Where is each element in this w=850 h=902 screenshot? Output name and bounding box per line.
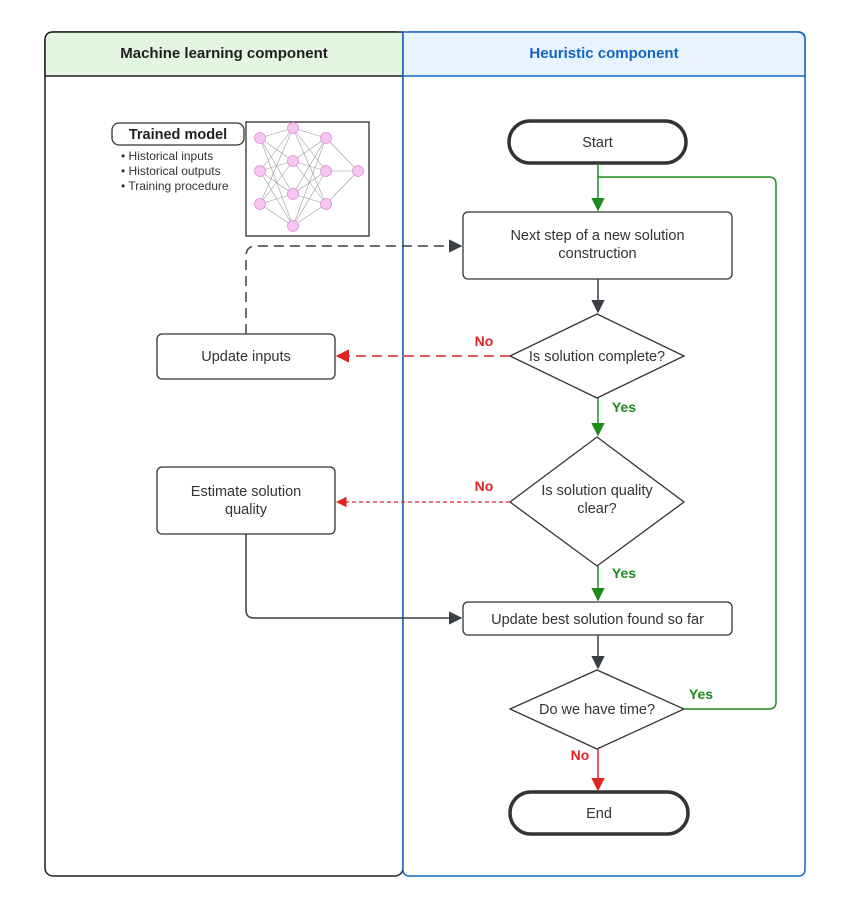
nn-edge <box>325 137 359 172</box>
label-quality-yes: Yes <box>612 565 636 581</box>
label-quality-no: No <box>475 478 494 494</box>
connectors <box>245 163 777 792</box>
label-complete-no: No <box>475 333 494 349</box>
trained-model-legend: Trained model • Historical inputs • Hist… <box>111 122 245 193</box>
nn-neuron <box>287 122 299 134</box>
nn-edge <box>259 127 294 205</box>
trained-model-label-box <box>111 122 245 146</box>
have-time-decision: Do we have time? <box>508 669 686 750</box>
start-node: Start <box>507 119 688 165</box>
ml-lane-title: Machine learning component <box>120 45 328 62</box>
label-time-no: No <box>571 747 590 763</box>
nn-neuron <box>352 165 364 177</box>
update-best-label: Update best solution found so far <box>491 612 704 628</box>
nn-neuron <box>287 188 299 200</box>
quality-clear-label-line2: clear? <box>577 501 617 517</box>
nn-edge <box>259 160 294 205</box>
start-label: Start <box>582 135 613 151</box>
ml-lane: Machine learning component <box>44 31 404 877</box>
nn-edge <box>259 170 294 227</box>
estimate-quality-label-line2: quality <box>225 502 268 518</box>
arrow-estimate-to-update-best <box>245 534 463 625</box>
quality-clear-label-line1: Is solution quality <box>541 483 653 499</box>
nn-edge <box>325 170 359 205</box>
model-bullet-outputs: • Historical outputs <box>121 164 221 178</box>
label-time-yes: Yes <box>689 686 713 702</box>
nn-neuron <box>254 132 266 144</box>
nn-neuron <box>287 220 299 232</box>
nn-edge <box>292 137 327 227</box>
update-inputs-node: Update inputs <box>156 333 336 380</box>
nn-edge <box>259 203 294 227</box>
heuristic-lane-header <box>402 31 806 77</box>
arrow-time-yes-loop <box>598 176 777 710</box>
label-complete-yes: Yes <box>612 399 636 415</box>
update-best-node: Update best solution found so far <box>462 601 733 636</box>
nn-edge <box>259 127 294 172</box>
update-inputs-label: Update inputs <box>201 349 290 365</box>
model-bullet-inputs: • Historical inputs <box>121 149 213 163</box>
nn-neuron <box>320 165 332 177</box>
is-complete-label: Is solution complete? <box>529 349 665 365</box>
nn-neuron <box>254 198 266 210</box>
quality-clear-decision: Is solution quality clear? <box>508 436 686 567</box>
is-complete-decision: Is solution complete? <box>508 313 686 399</box>
nn-neuron <box>320 198 332 210</box>
nn-edge <box>292 137 327 162</box>
heuristic-lane-title: Heuristic component <box>529 45 678 62</box>
neural-network-icon <box>245 121 370 237</box>
nn-edge <box>259 137 294 227</box>
next-step-label-line1: Next step of a new solution <box>510 228 684 244</box>
trained-model-title: Trained model <box>129 127 227 143</box>
nn-neuron <box>320 132 332 144</box>
estimate-quality-label-line1: Estimate solution <box>191 484 301 500</box>
next-step-label-line2: construction <box>558 246 636 262</box>
arrow-update-inputs-to-next-step <box>245 239 463 334</box>
estimate-quality-node: Estimate solution quality <box>156 466 336 535</box>
model-bullet-training: • Training procedure <box>121 179 229 193</box>
end-label: End <box>586 806 612 822</box>
nn-edge <box>292 203 327 227</box>
nn-edge <box>292 170 327 227</box>
nn-neuron <box>254 165 266 177</box>
nn-edge <box>292 137 327 195</box>
end-node: End <box>508 790 690 836</box>
nn-neuron <box>287 155 299 167</box>
ml-lane-header <box>44 31 404 77</box>
next-step-node: Next step of a new solution construction <box>462 211 733 280</box>
have-time-label: Do we have time? <box>539 702 655 718</box>
